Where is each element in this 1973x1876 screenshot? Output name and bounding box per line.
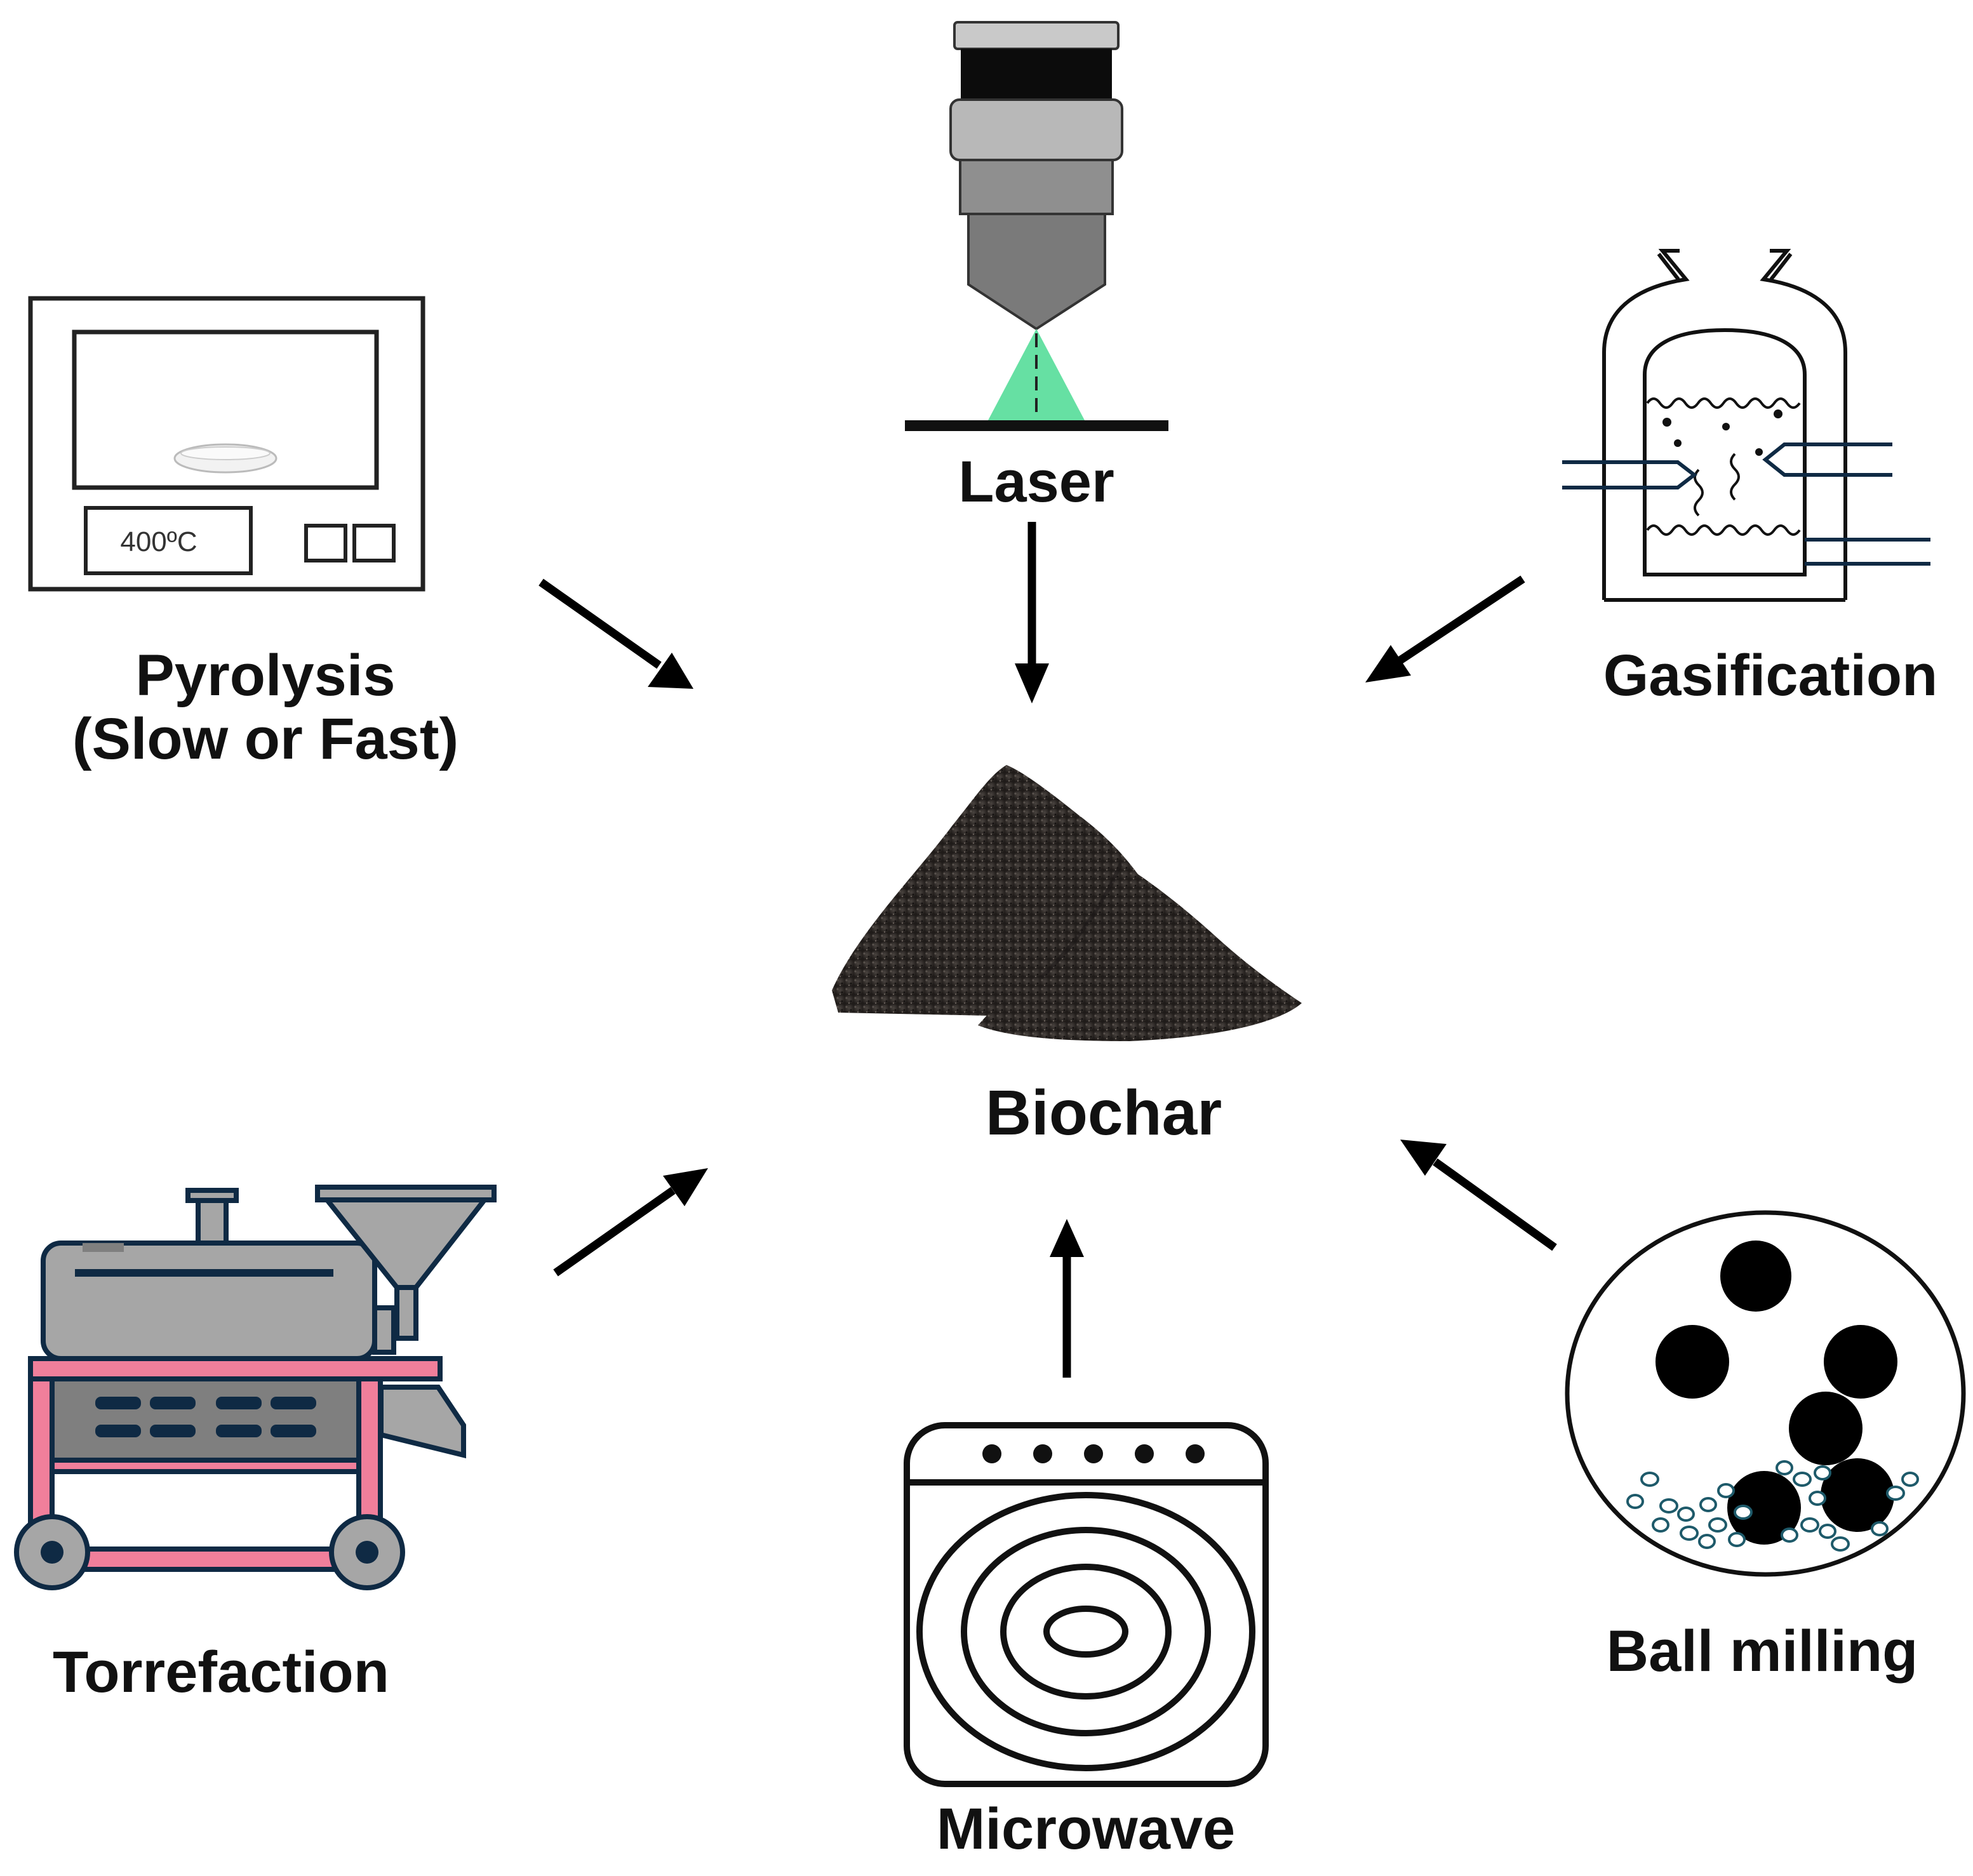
arrow-laser-to-biochar [1015, 522, 1049, 703]
pyrolysis-sublabel: (Slow or Fast) [72, 707, 458, 771]
torrefaction-label: Torrefaction [53, 1640, 389, 1705]
arrow-microwave-to-biochar [1050, 1219, 1084, 1378]
arrow-pyrolysis-to-biochar [538, 578, 693, 689]
arrow-torrefaction-to-biochar [553, 1168, 708, 1277]
arrow-ballmilling-to-biochar [1400, 1140, 1557, 1251]
torrefaction-vents [95, 1397, 316, 1437]
microwave-label: Microwave [937, 1797, 1235, 1861]
torrefaction-machine-icon [28, 1185, 497, 1572]
ball-mill-icon [1565, 1210, 1966, 1577]
pyrolysis-furnace-icon: 400ºC [28, 296, 425, 592]
pyrolysis-temperature-display: 400ºC [120, 526, 197, 557]
laser-label: Laser [958, 449, 1114, 514]
microwave-buttons [982, 1444, 1205, 1463]
microwave-icon [904, 1422, 1269, 1787]
gasification-reactor-icon [1562, 249, 1930, 602]
laser-icon [905, 21, 1168, 431]
biochar-pile-image [832, 765, 1302, 1041]
arrows [538, 522, 1557, 1378]
biochar-label: Biochar [986, 1077, 1222, 1148]
torrefaction-wheels [14, 1514, 405, 1590]
gasification-label: Gasification [1603, 643, 1938, 708]
gasification-particles [1662, 409, 1782, 456]
milling-balls [1655, 1241, 1897, 1545]
arrow-gasification-to-biochar [1365, 575, 1525, 682]
ball-milling-label: Ball milling [1607, 1619, 1918, 1684]
pyrolysis-label: Pyrolysis [135, 643, 395, 708]
milling-particles [1626, 1460, 1919, 1552]
